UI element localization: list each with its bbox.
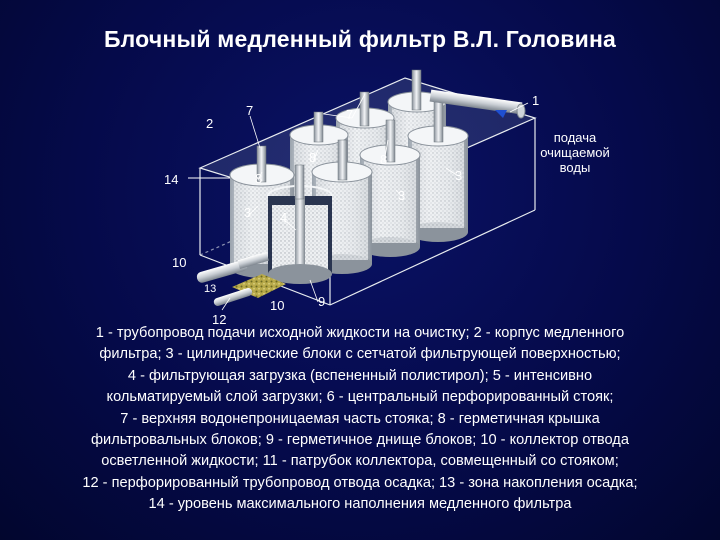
legend-line: 4 - фильтрующая загрузка (вспененный пол… bbox=[8, 366, 712, 387]
label-8: 8 bbox=[380, 152, 387, 167]
legend-line: фильтровальных блоков; 9 - герметичное д… bbox=[8, 430, 712, 451]
label-3: 3 bbox=[398, 188, 405, 203]
label-4: 4 bbox=[280, 210, 287, 225]
purified-water-supply-note: подача очищаемой воды bbox=[520, 130, 630, 175]
legend-line: кольматируемый слой загрузки; 6 - центра… bbox=[8, 387, 712, 408]
legend-line: осветленной жидкости; 11 - патрубок колл… bbox=[8, 451, 712, 472]
label-9: 9 bbox=[318, 294, 325, 309]
label-8: 8 bbox=[255, 171, 262, 186]
legend-line: 7 - верхняя водонепроницаемая часть стоя… bbox=[8, 409, 712, 430]
label-10: 10 bbox=[270, 298, 284, 313]
side-note-line: подача bbox=[520, 130, 630, 145]
label-3: 3 bbox=[244, 205, 251, 220]
label-3: 3 bbox=[455, 168, 462, 183]
label-10: 10 bbox=[172, 255, 186, 270]
cutaway-filter-block bbox=[268, 186, 332, 284]
legend-line: 14 - уровень максимального наполнения ме… bbox=[8, 494, 712, 515]
label-7: 7 bbox=[246, 103, 253, 118]
side-note-line: очищаемой bbox=[520, 145, 630, 160]
drain-pipe bbox=[213, 287, 254, 307]
side-note-line: воды bbox=[520, 160, 630, 175]
label-7: 7 bbox=[346, 107, 353, 122]
legend-line: 12 - перфорированный трубопровод отвода … bbox=[8, 473, 712, 494]
label-14: 14 bbox=[164, 172, 178, 187]
legend-line: 1 - трубопровод подачи исходной жидкости… bbox=[8, 323, 712, 344]
label-8: 8 bbox=[309, 150, 316, 165]
label-2: 2 bbox=[206, 116, 213, 131]
legend: 1 - трубопровод подачи исходной жидкости… bbox=[8, 323, 712, 516]
legend-line: фильтра; 3 - цилиндрические блоки с сетч… bbox=[8, 344, 712, 365]
label-13: 13 bbox=[204, 283, 216, 295]
label-1: 1 bbox=[532, 93, 539, 108]
